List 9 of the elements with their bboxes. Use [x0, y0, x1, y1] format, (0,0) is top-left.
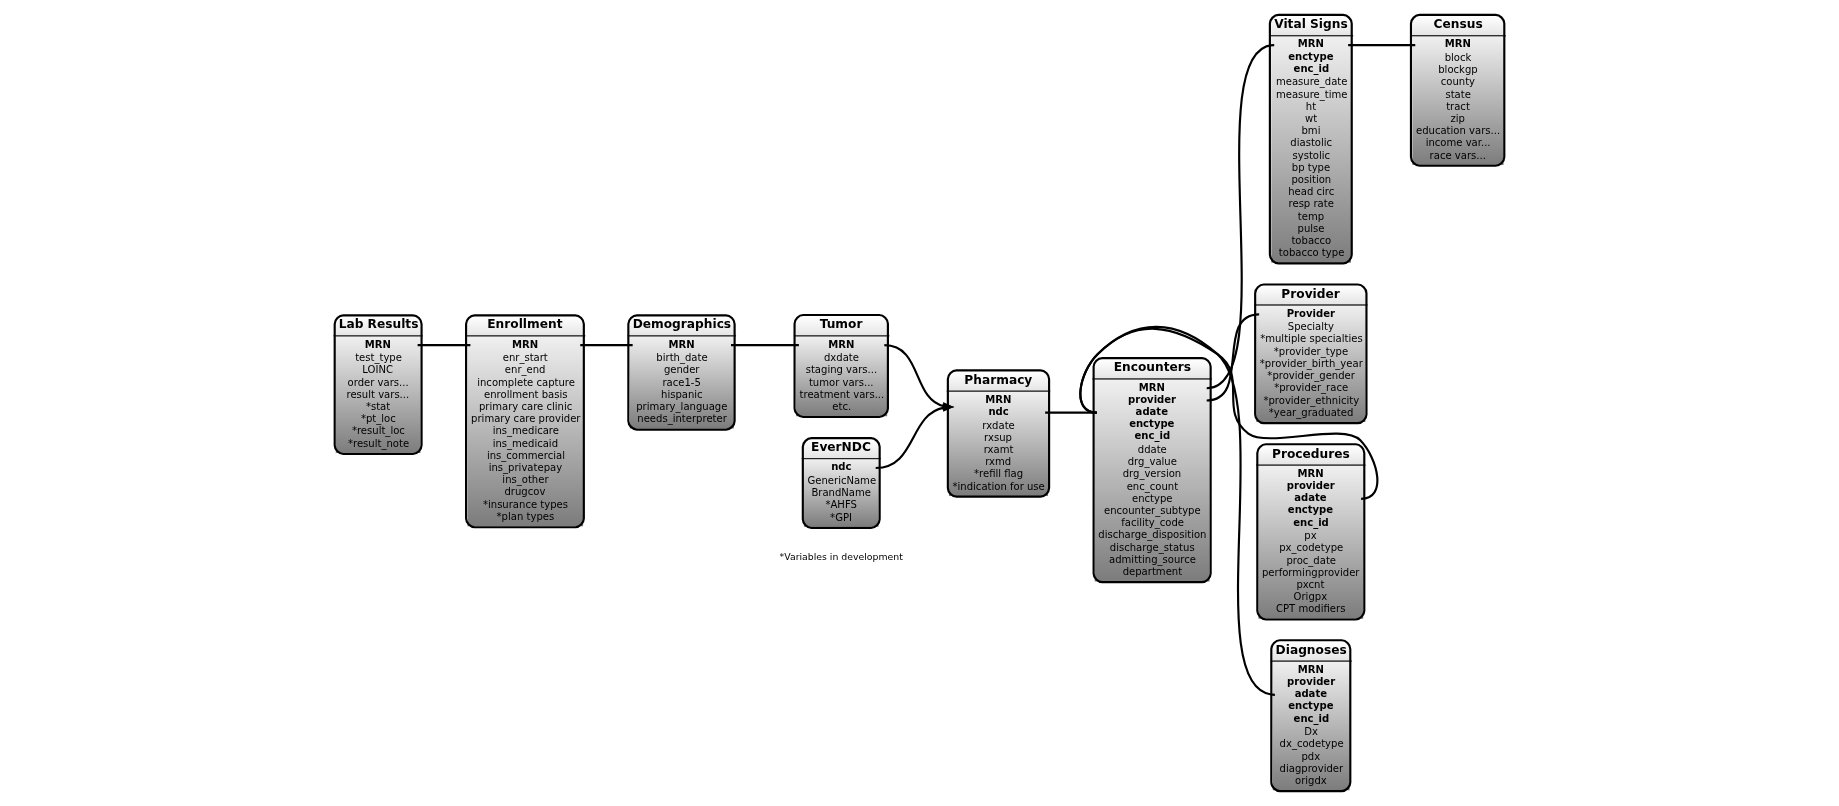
label: *Variables in development — [779, 551, 903, 563]
connector — [1206, 44, 1275, 390]
connector — [580, 344, 633, 347]
connector — [417, 344, 471, 347]
connector — [1079, 325, 1276, 696]
connector — [1045, 411, 1097, 414]
connector — [1206, 313, 1260, 402]
connector — [731, 344, 799, 347]
connector — [1348, 44, 1416, 47]
